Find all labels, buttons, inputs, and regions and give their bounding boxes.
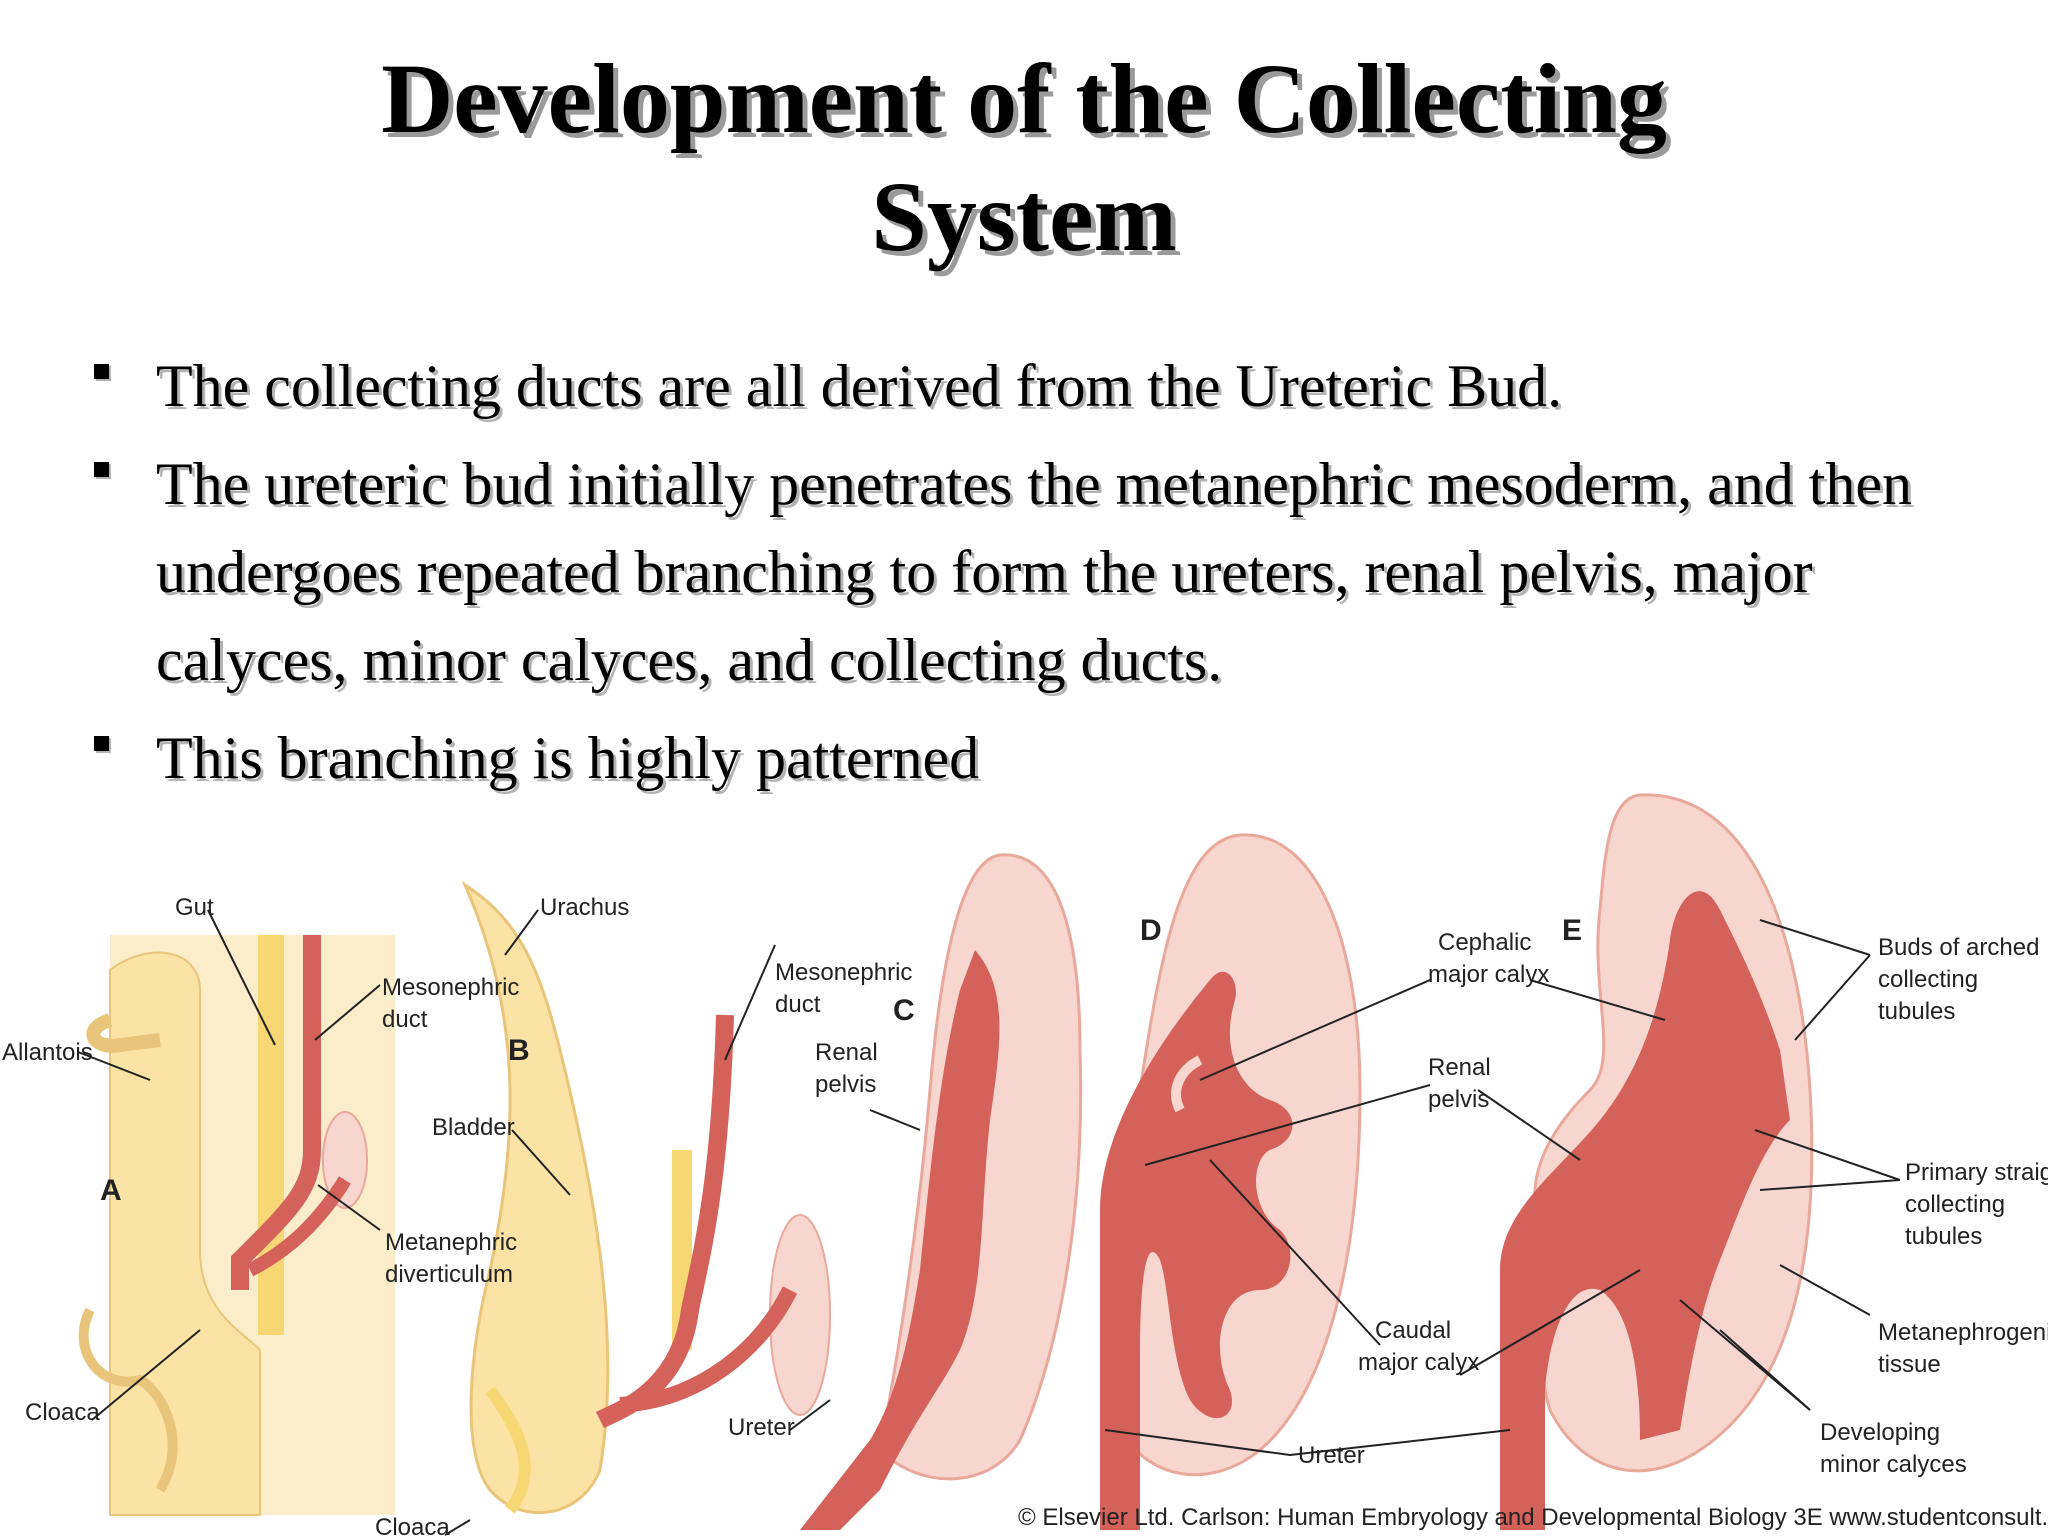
slide-title: Development of the Collecting System: [0, 40, 2048, 276]
label-primary-straight-line2: collecting: [1905, 1191, 2005, 1218]
label-gut: Gut: [175, 894, 214, 921]
label-mesonephric-duct-a-line1: Mesonephric: [382, 974, 519, 1001]
collecting-system-diagram: A B C D E Gut Allantois Mesonephric duct…: [0, 790, 2048, 1536]
label-bladder: Bladder: [432, 1114, 515, 1141]
panel-letter-b: B: [508, 1034, 530, 1067]
label-cephalic-major-calyx-line2: major calyx: [1428, 961, 1549, 988]
label-buds-arched-line3: tubules: [1878, 998, 1955, 1025]
label-cloaca-b: Cloaca: [375, 1514, 450, 1536]
bullet-square-icon: [94, 364, 109, 379]
label-urachus: Urachus: [540, 894, 629, 921]
label-metanephrogenic-line1: Metanephrogenic: [1878, 1319, 2048, 1346]
label-primary-straight-line3: tubules: [1905, 1223, 1982, 1250]
panel-e-illustration: [1500, 793, 1814, 1530]
label-cloaca-a: Cloaca: [25, 1399, 100, 1426]
label-ureter-c: Ureter: [728, 1414, 795, 1441]
label-mesonephric-duct-b-line2: duct: [775, 991, 821, 1018]
bullet-text: The ureteric bud initially penetrates th…: [156, 451, 1912, 693]
label-caudal-major-calyx-line2: major calyx: [1358, 1349, 1479, 1376]
label-ureter-de: Ureter: [1298, 1442, 1365, 1469]
label-renal-pelvis-d-line1: Renal: [1428, 1054, 1491, 1081]
figure-credit: © Elsevier Ltd. Carlson: Human Embryolog…: [1018, 1504, 2048, 1531]
bullet-item: The ureteric bud initially penetrates th…: [90, 440, 1990, 704]
label-cephalic-major-calyx-line1: Cephalic: [1438, 929, 1531, 956]
panel-b-illustration: [461, 881, 831, 1514]
panel-letter-a: A: [100, 1174, 122, 1207]
label-developing-minor-line1: Developing: [1820, 1419, 1940, 1446]
bullet-square-icon: [94, 736, 109, 751]
diagram-svg: A B C D E Gut Allantois Mesonephric duct…: [2, 793, 2048, 1536]
slide-title-line-1: Development of the Collecting: [381, 43, 1667, 154]
label-metanephric-diverticulum-line1: Metanephric: [385, 1229, 517, 1256]
panel-c-illustration: [800, 853, 1083, 1530]
label-buds-arched-line1: Buds of arched: [1878, 934, 2039, 961]
bullet-item: The collecting ducts are all derived fro…: [90, 342, 1990, 430]
label-caudal-major-calyx-line1: Caudal: [1375, 1317, 1451, 1344]
panel-a-illustration: [78, 935, 395, 1516]
label-primary-straight-line1: Primary straight: [1905, 1159, 2048, 1186]
label-buds-arched-line2: collecting: [1878, 966, 1978, 993]
label-renal-pelvis-c-line1: Renal: [815, 1039, 878, 1066]
label-renal-pelvis-c-line2: pelvis: [815, 1071, 876, 1098]
label-metanephrogenic-line2: tissue: [1878, 1351, 1941, 1378]
panel-letter-d: D: [1140, 914, 1162, 947]
label-mesonephric-duct-a-line2: duct: [382, 1006, 428, 1033]
bullet-item: This branching is highly patterned: [90, 714, 1990, 802]
panel-letter-e: E: [1562, 914, 1582, 947]
label-developing-minor-line2: minor calyces: [1820, 1451, 1967, 1478]
label-allantois: Allantois: [2, 1039, 93, 1066]
bullet-square-icon: [94, 462, 109, 477]
label-metanephric-diverticulum-line2: diverticulum: [385, 1261, 513, 1288]
bullet-text: The collecting ducts are all derived fro…: [156, 353, 1563, 419]
slide-title-line-2: System: [871, 161, 1177, 272]
panel-letter-c: C: [893, 994, 915, 1027]
bullet-list: The collecting ducts are all derived fro…: [90, 342, 1990, 812]
bullet-text: This branching is highly patterned: [156, 725, 980, 791]
label-mesonephric-duct-b-line1: Mesonephric: [775, 959, 912, 986]
label-renal-pelvis-d-line2: pelvis: [1428, 1086, 1489, 1113]
leader-lines: [77, 909, 1901, 1536]
panel-d-illustration: [1100, 833, 1362, 1530]
